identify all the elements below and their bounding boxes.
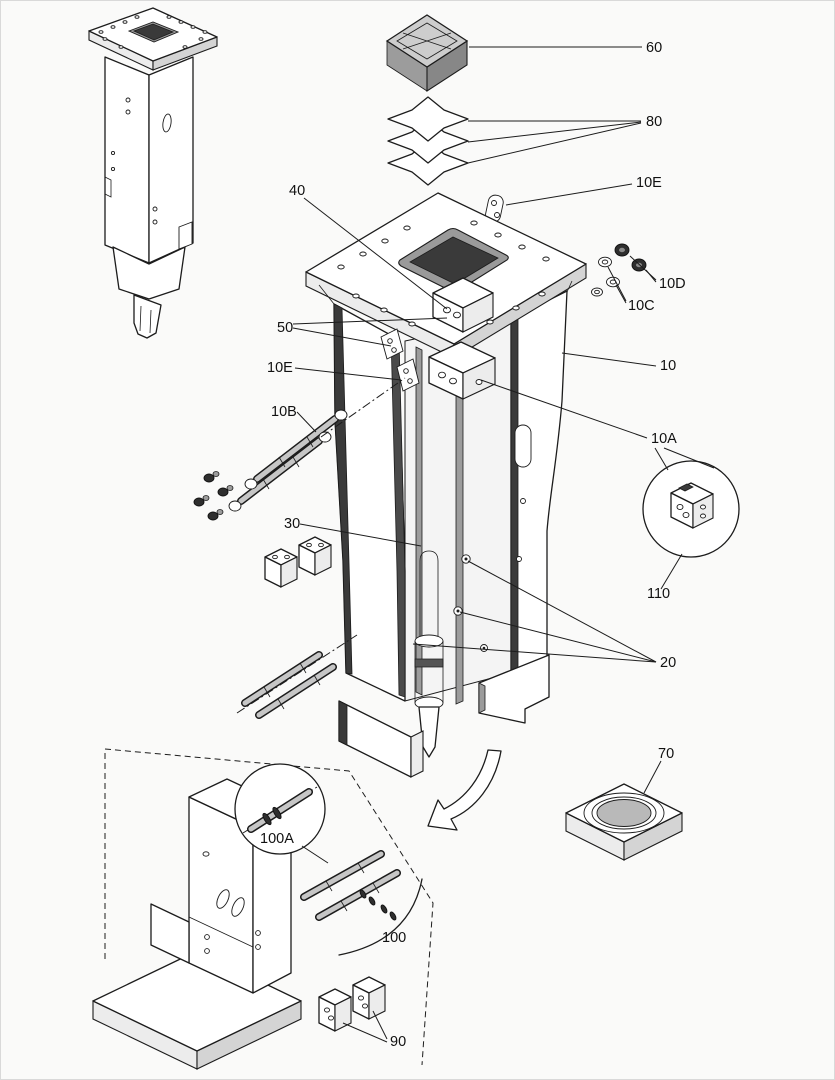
callout-10c: 10C [628,298,655,314]
thumbnail-bolt-holes [98,15,208,49]
detail-circle-100a [234,763,326,855]
shim-plates [387,96,469,186]
callout-50: 50 [277,320,293,336]
tie-rods-inset [300,850,401,921]
callout-100a: 100A [260,831,294,847]
inset-boundary [104,748,434,1066]
callout-60: 60 [646,40,662,56]
wear-plate-ring [565,783,683,861]
callout-100: 100 [382,930,406,946]
top-plate-holes [337,220,550,327]
callout-10e-left: 10E [267,360,293,376]
detail-circle-110 [642,460,740,558]
main-housing [305,192,587,778]
callout-10: 10 [660,358,676,374]
callout-40: 40 [289,183,305,199]
cap-part [385,14,469,93]
callout-110: 110 [647,586,670,602]
callout-70: 70 [658,746,674,762]
callout-10e-top: 10E [636,175,662,191]
fastener-washers-10c [591,256,620,297]
callout-80: 80 [646,114,662,130]
plug-fittings [193,471,234,521]
inset-lower-assembly [92,778,302,1070]
clamp-pair-mid [264,536,332,588]
callout-10d: 10D [659,276,686,292]
clamp-pair-90 [318,976,386,1032]
callout-10a: 10A [651,431,677,447]
arc-mark [338,878,423,956]
callout-90: 90 [390,1034,406,1050]
callout-labels: 60 80 10E 40 10D 10C 50 10E 10 10B 10A 3… [260,40,686,1050]
callout-20: 20 [660,655,676,671]
side-hoses [228,377,406,512]
rotation-arrow [427,749,502,831]
callout-10b: 10B [271,404,297,420]
tie-rods-left [236,634,358,719]
leader-lines [292,46,715,1043]
assembled-breaker-view [88,7,218,339]
callout-30: 30 [284,516,300,532]
